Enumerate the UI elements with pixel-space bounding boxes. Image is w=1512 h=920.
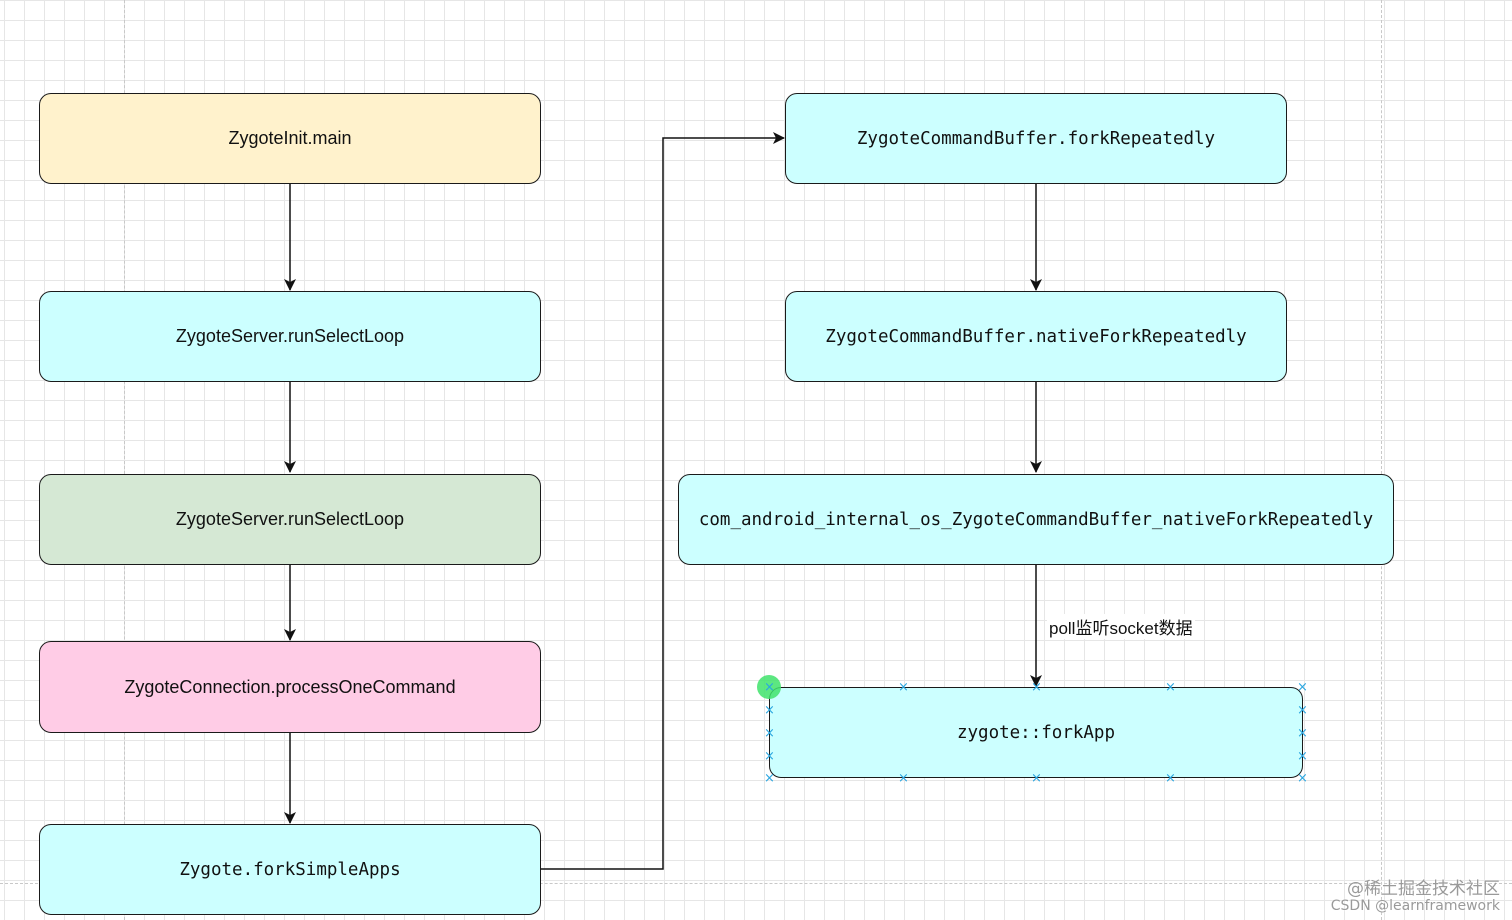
resize-handle-icon[interactable]: ×: [1297, 726, 1308, 741]
node-jni-nativeforkrepeatedly[interactable]: com_android_internal_os_ZygoteCommandBuf…: [678, 474, 1394, 565]
watermark-csdn: CSDN @learnframework: [1330, 898, 1500, 914]
resize-handle-icon[interactable]: ×: [764, 771, 775, 786]
selection-anchor-dot[interactable]: [757, 675, 781, 699]
page-break-line: [124, 0, 125, 920]
node-zygoteconnection-processonecommand[interactable]: ZygoteConnection.processOneCommand: [39, 641, 541, 733]
resize-handle-icon[interactable]: ×: [1297, 749, 1308, 764]
node-zygoteinit-main[interactable]: ZygoteInit.main: [39, 93, 541, 184]
resize-handle-icon[interactable]: ×: [1165, 771, 1176, 786]
edge-forksimpleapps-to-forkrepeatedly[interactable]: [541, 132, 785, 870]
node-zygote-forkapp[interactable]: zygote::forkApp: [769, 687, 1303, 778]
resize-handle-icon[interactable]: ×: [898, 680, 909, 695]
page-break-line: [0, 883, 1512, 884]
resize-handle-icon[interactable]: ×: [1031, 680, 1042, 695]
resize-handle-icon[interactable]: ×: [764, 726, 775, 741]
edge-label-poll-socket: poll监听socket数据: [1047, 614, 1195, 639]
resize-handle-icon[interactable]: ×: [764, 749, 775, 764]
resize-handle-icon[interactable]: ×: [898, 771, 909, 786]
resize-handle-icon[interactable]: ×: [764, 703, 775, 718]
resize-handle-icon[interactable]: ×: [1297, 680, 1308, 695]
node-zygotecommandbuffer-forkrepeatedly[interactable]: ZygoteCommandBuffer.forkRepeatedly: [785, 93, 1287, 184]
resize-handle-icon[interactable]: ×: [1165, 680, 1176, 695]
resize-handle-icon[interactable]: ×: [1297, 771, 1308, 786]
node-zygote-forksimpleapps[interactable]: Zygote.forkSimpleApps: [39, 824, 541, 915]
watermark-juejin: @稀土掘金技术社区: [1347, 879, 1500, 899]
resize-handle-icon[interactable]: ×: [1297, 703, 1308, 718]
node-zygoteserver-runselectloop-2[interactable]: ZygoteServer.runSelectLoop: [39, 474, 541, 565]
resize-handle-icon[interactable]: ×: [764, 680, 775, 695]
resize-handle-icon[interactable]: ×: [1031, 771, 1042, 786]
page-break-line: [1381, 0, 1382, 920]
node-zygoteserver-runselectloop[interactable]: ZygoteServer.runSelectLoop: [39, 291, 541, 382]
node-zygotecommandbuffer-nativeforkrepeatedly[interactable]: ZygoteCommandBuffer.nativeForkRepeatedly: [785, 291, 1287, 382]
